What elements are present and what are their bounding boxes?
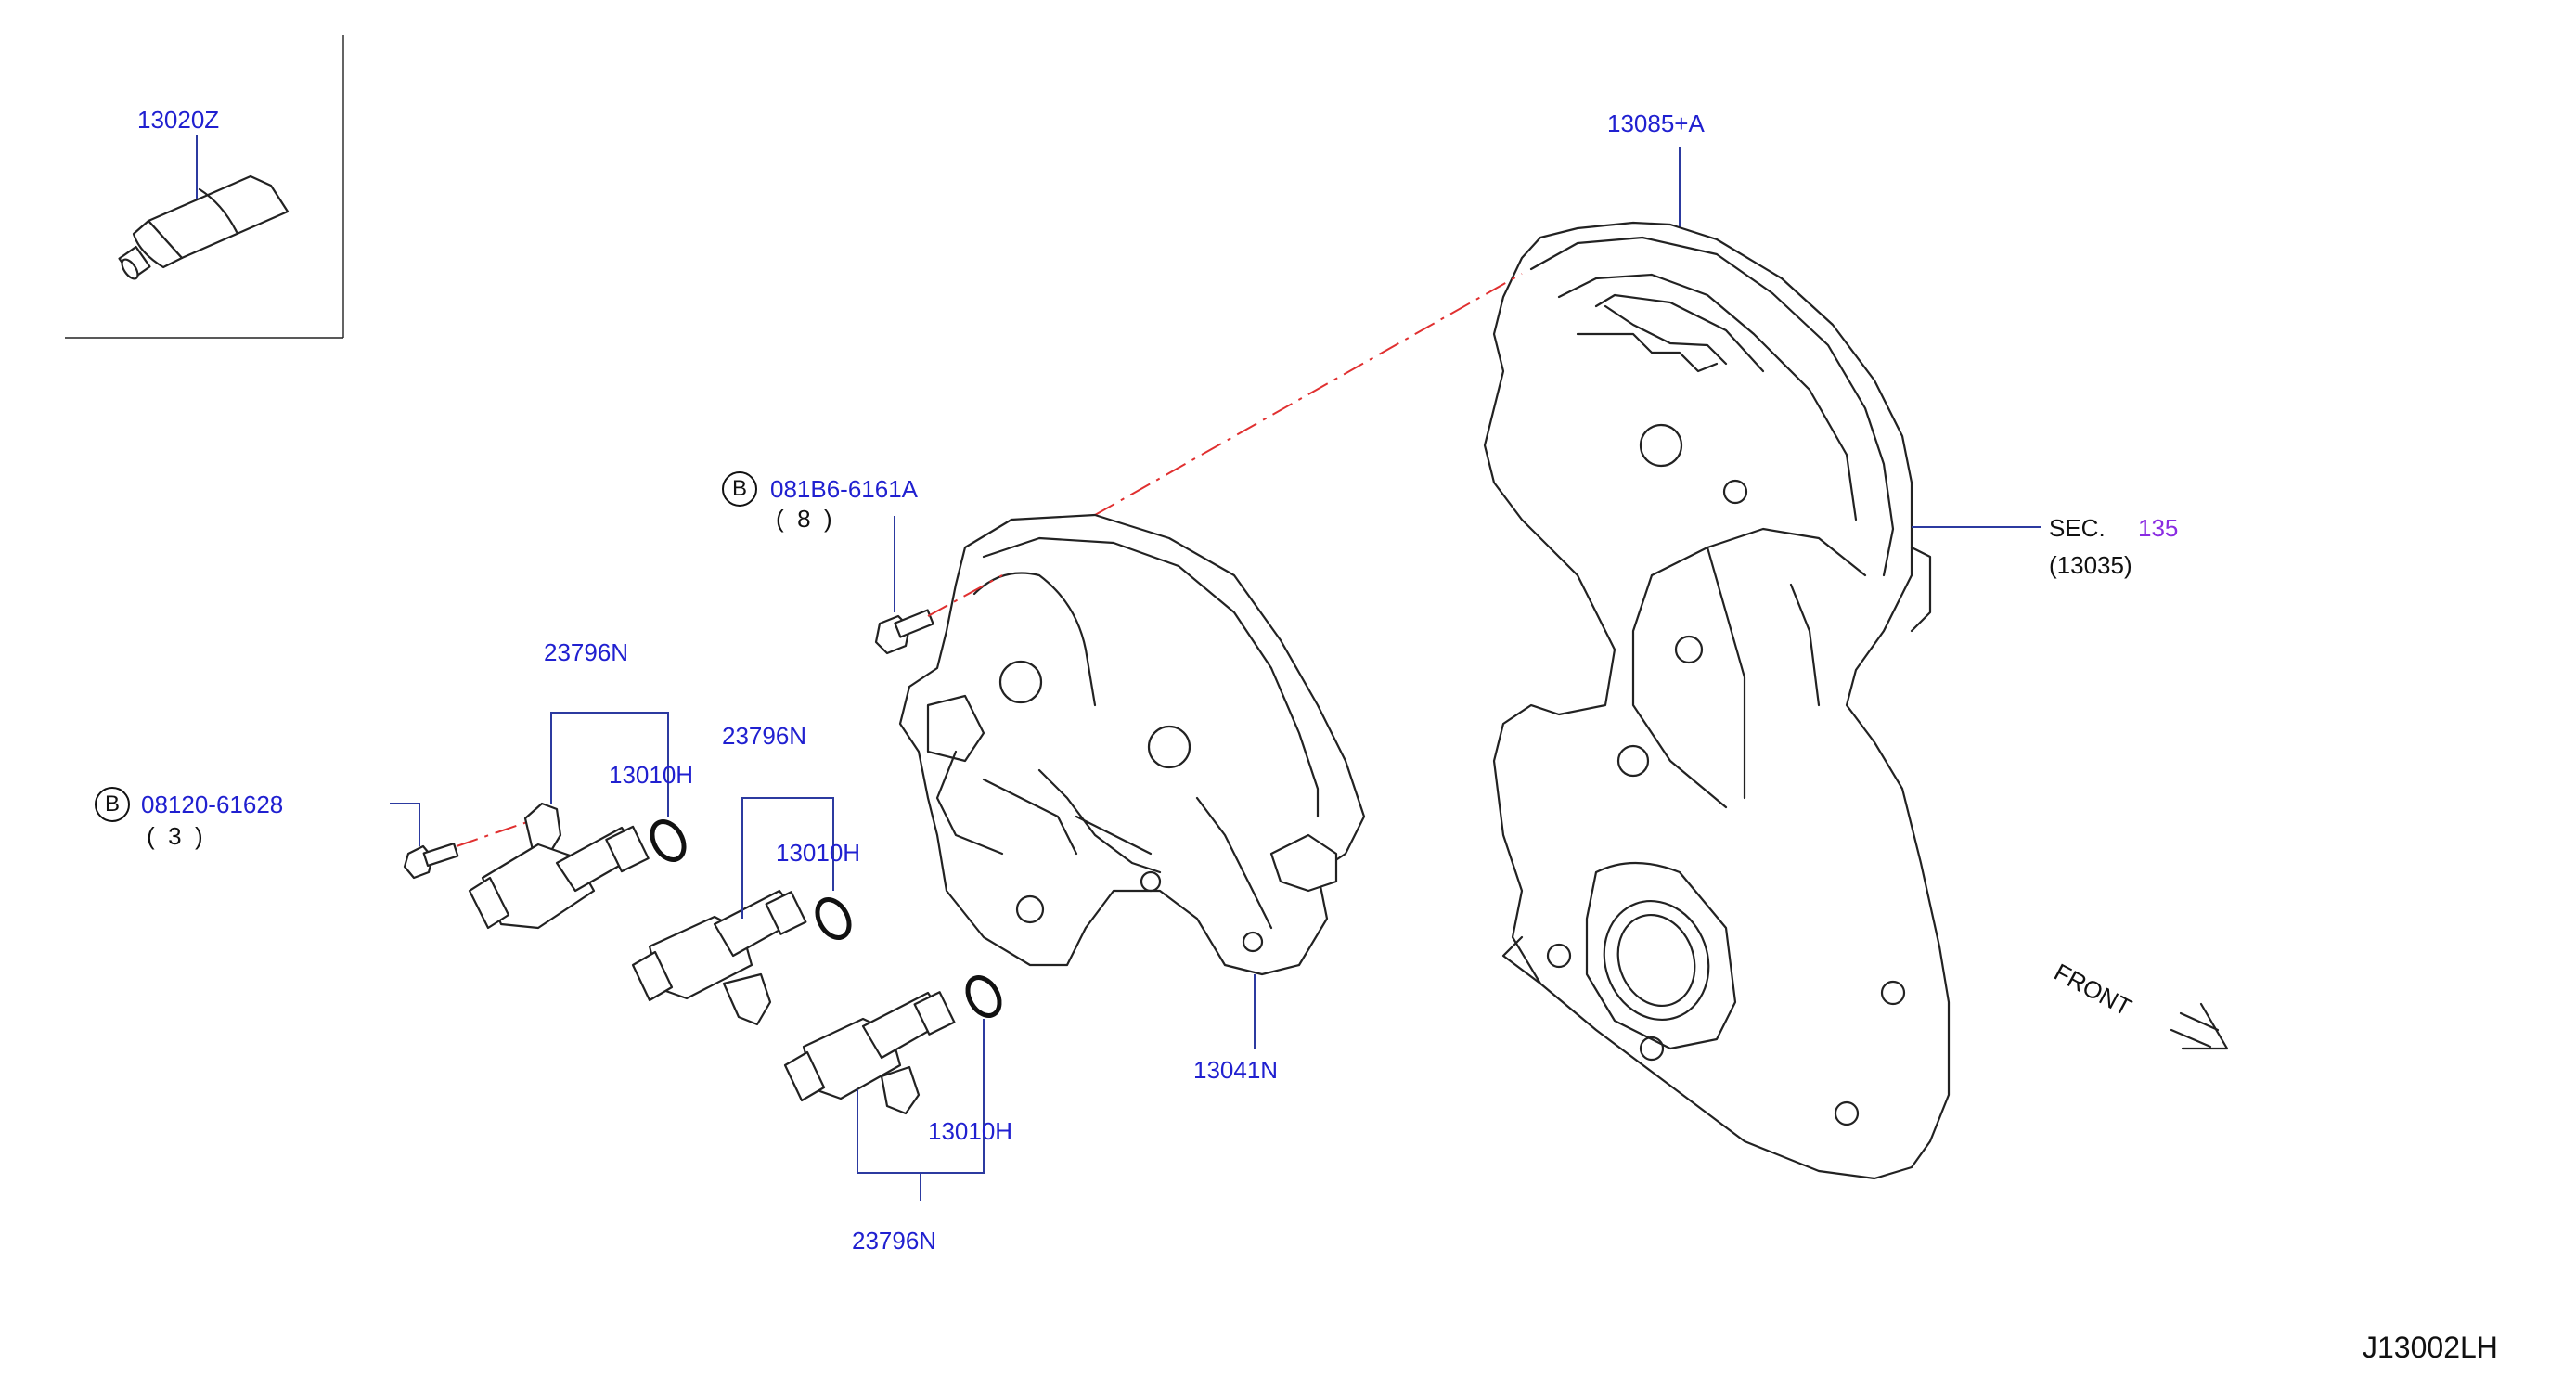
inset-frame (65, 35, 344, 339)
center-line-bolt-lower (456, 821, 528, 847)
cam-valve-3-illustration (783, 991, 956, 1115)
cam-valve-2-illustration (631, 889, 807, 1026)
center-line-cover (1094, 273, 1523, 516)
o-ring-2 (815, 897, 852, 940)
label-oring-1: 13010H (609, 761, 694, 789)
leader-valve-2 (741, 797, 834, 919)
label-bolt-lower: 08120-61628 (141, 791, 284, 818)
label-bolt-lower-qty: ( 3 ) (147, 822, 203, 850)
cam-valve-1-illustration (468, 802, 650, 930)
bolt-symbol-upper: B (722, 471, 757, 507)
front-cover-illustration (898, 513, 1366, 976)
leader-valve-1 (550, 712, 669, 817)
label-bolt-upper-qty: ( 8 ) (776, 505, 832, 533)
timing-chain-case-illustration (1483, 221, 1951, 1180)
label-gasket: 13085+A (1607, 109, 1705, 137)
label-bolt-upper: 081B6-6161A (770, 475, 919, 503)
leader-bolt-lower (390, 803, 420, 846)
label-valve-3: 23796N (852, 1227, 937, 1255)
label-sec-number: 135 (2138, 514, 2179, 542)
o-ring-1 (650, 819, 687, 862)
label-valve-2: 23796N (722, 722, 807, 750)
label-sec-prefix: SEC. (2049, 514, 2106, 542)
sealant-tube-illustration (118, 174, 290, 280)
label-valve-1: 23796N (544, 638, 629, 666)
label-cover: 13041N (1193, 1056, 1279, 1084)
label-sec-ref: (13035) (2049, 551, 2132, 579)
front-arrow-icon (2170, 1002, 2229, 1050)
diagram-code: J13002LH (2363, 1331, 2498, 1364)
label-oring-2: 13010H (776, 839, 861, 867)
center-line-bolt-upper (927, 574, 1003, 617)
bolt-lower-illustration (403, 842, 459, 880)
bolt-upper-illustration (874, 609, 934, 655)
label-sealant: 13020Z (137, 106, 220, 134)
bolt-symbol-lower: B (95, 787, 130, 822)
o-ring-3 (965, 975, 1002, 1018)
label-oring-3: 13010H (928, 1117, 1013, 1145)
